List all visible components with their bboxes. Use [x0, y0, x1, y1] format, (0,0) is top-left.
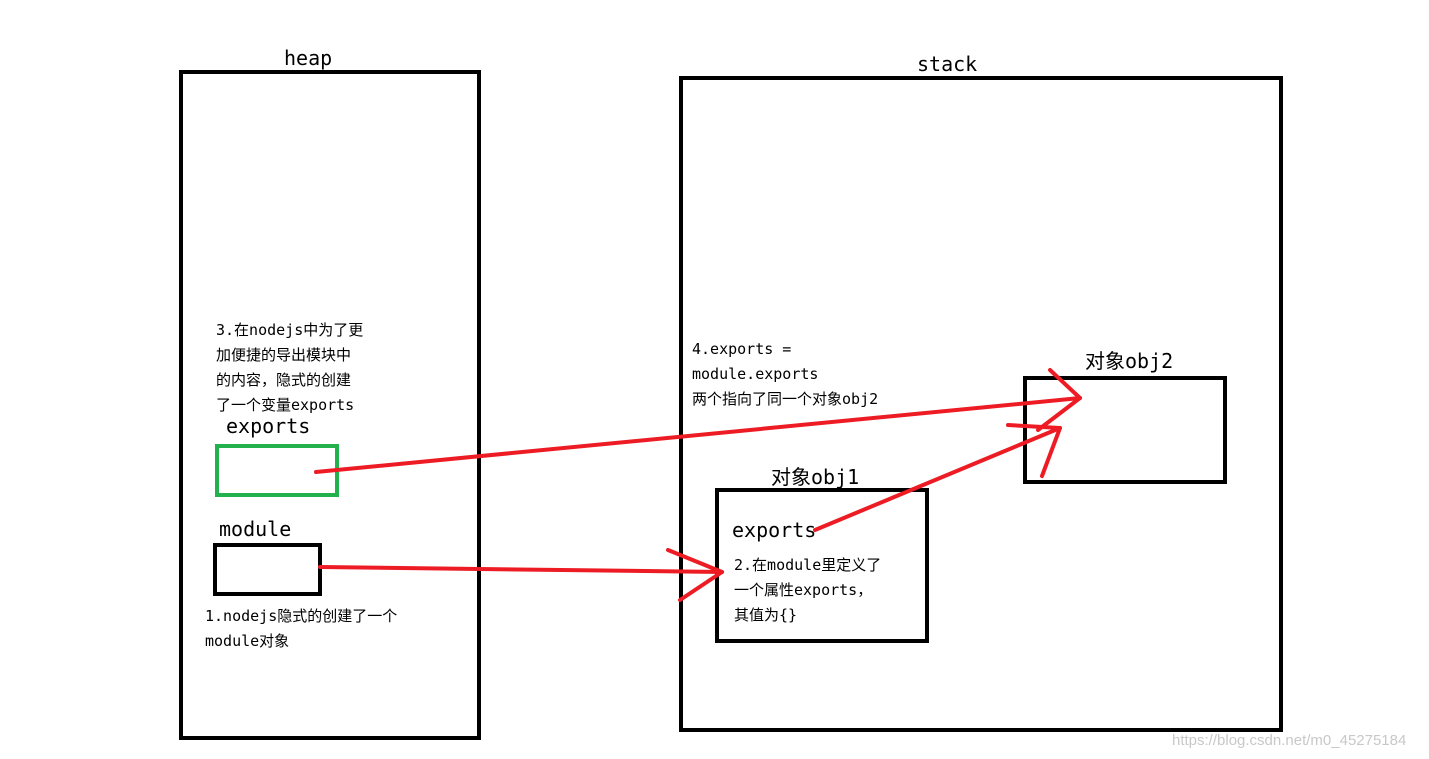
watermark: https://blog.csdn.net/m0_45275184 [1172, 732, 1407, 749]
heap-note-module-object: 1.nodejs隐式的创建了一个 module对象 [205, 604, 397, 654]
stack-note-exports-equals: 4.exports = module.exports 两个指向了同一个对象obj… [692, 337, 878, 412]
obj1-label: 对象obj1 [771, 465, 860, 489]
exports-variable-label: exports [226, 414, 311, 438]
note-line: 一个属性exports， [734, 581, 873, 599]
note-line: 加便捷的导出模块中 [216, 346, 352, 364]
module-variable-label: module [219, 517, 292, 541]
obj2-box [1023, 376, 1227, 484]
note-line: 的内容，隐式的创建 [216, 371, 352, 389]
note-line: module对象 [205, 632, 290, 650]
exports-variable-box [215, 444, 339, 497]
obj1-exports-property: exports [732, 518, 817, 542]
stack-title: stack [917, 52, 978, 76]
obj2-label: 对象obj2 [1085, 349, 1174, 373]
note-line: 两个指向了同一个对象obj2 [692, 390, 879, 408]
obj1-note: 2.在module里定义了 一个属性exports， 其值为{} [734, 553, 881, 628]
note-line: module.exports [692, 365, 819, 383]
note-line: 4.exports = [692, 340, 792, 358]
heap-title: heap [284, 46, 333, 70]
module-variable-box [213, 543, 322, 596]
note-line: 2.在module里定义了 [734, 556, 882, 574]
note-line: 其值为{} [734, 606, 798, 624]
heap-note-exports-variable: 3.在nodejs中为了更 加便捷的导出模块中 的内容，隐式的创建 了一个变量e… [216, 318, 363, 418]
note-line: 1.nodejs隐式的创建了一个 [205, 607, 398, 625]
note-line: 3.在nodejs中为了更 [216, 321, 364, 339]
